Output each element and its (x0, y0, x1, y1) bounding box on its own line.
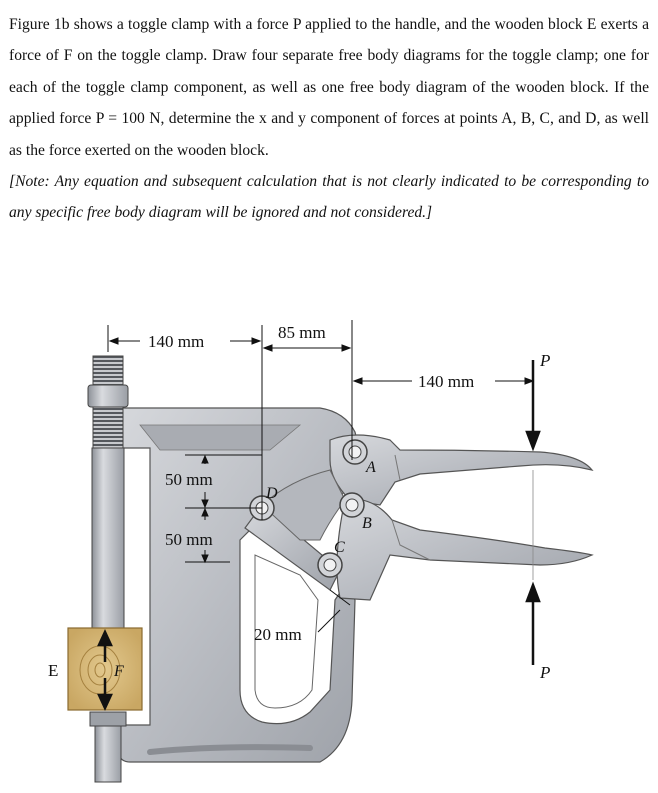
pin-a (342, 439, 368, 465)
label-e: E (48, 661, 58, 680)
dim-50-top-label: 50 mm (165, 470, 213, 489)
label-c: C (334, 539, 345, 556)
toggle-clamp-figure: 140 mm 85 mm 140 mm 50 mm 50 mm 20 mm P … (48, 320, 594, 783)
label-f: F (113, 663, 124, 680)
problem-paragraph: Figure 1b shows a toggle clamp with a fo… (9, 16, 649, 159)
problem-text: Figure 1b shows a toggle clamp with a fo… (9, 9, 649, 229)
force-f-arrows (97, 629, 113, 711)
pin-b (339, 492, 365, 518)
dim-50-bottom-label: 50 mm (165, 530, 213, 549)
label-a: A (365, 459, 376, 476)
dim-140-left-label: 140 mm (148, 332, 204, 351)
label-p-bottom: P (539, 663, 550, 682)
dim-140-right-label: 140 mm (418, 372, 474, 391)
label-b: B (362, 515, 372, 532)
label-d: D (265, 485, 278, 502)
pin-c (317, 552, 343, 578)
dim-20-label: 20 mm (254, 625, 302, 644)
force-p-arrows (525, 360, 541, 665)
lower-handle (336, 498, 594, 601)
dimension-lines (107, 320, 535, 633)
dim-85-label: 85 mm (278, 323, 326, 342)
problem-note: [Note: Any equation and subsequent calcu… (9, 173, 649, 222)
label-p-top: P (539, 351, 550, 370)
